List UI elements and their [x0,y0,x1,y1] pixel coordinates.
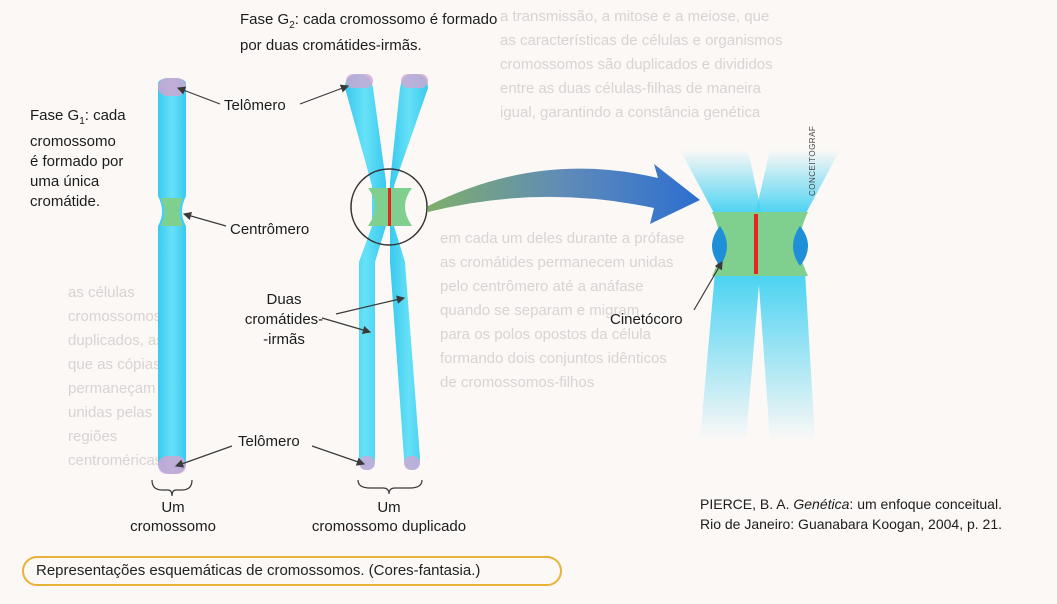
reference-line-1: PIERCE, B. A. Genética: um enfoque conce… [700,496,1002,512]
sister-chromatids-text-2: cromátides- [245,311,323,328]
one-chromosome-text-1: Um [161,499,184,516]
enlarged-chromatid-right-top [755,150,840,215]
telomere-bottom-single [158,456,186,474]
enlarged-chromatid-right-bottom [758,272,815,440]
figure-caption: Representações esquemáticas de cromossom… [36,562,480,579]
one-duplicated-text-1: Um [377,499,400,516]
sister-chromatids-text-1: Duas [266,291,301,308]
one-duplicated-text-2: cromossomo duplicado [312,518,466,535]
phase-g1-text-4: é formado por [30,153,123,170]
single-chromatid [158,78,186,474]
pointer-telomere-bottom-dup [312,446,364,464]
single-chromosome [158,78,186,474]
phase-g2-text-1: Fase G [240,11,289,28]
sister-chromatid-right [390,74,428,470]
phase-g1-text-3: cromossomo [30,133,116,150]
pointer-centromere [184,214,226,226]
reference-title: Genética [793,496,849,512]
telomere-top-single [158,78,186,96]
telomere-top-left [346,74,373,88]
one-chromosome-label: Um cromossomo [118,498,228,536]
centromere-label: Centrômero [230,220,309,239]
sister-chromatids-text-3: -irmãs [263,331,305,348]
enlarged-chromatid-left-bottom [700,272,760,440]
one-duplicated-label: Um cromossomo duplicado [304,498,474,536]
telomere-bottom-label: Telômero [238,432,300,451]
sister-chromatids-label: Duas cromátides- -irmãs [238,290,330,350]
phase-g1-text-1: Fase G [30,107,79,124]
enlarged-chromatid-left-top [680,150,762,215]
one-chromosome-text-2: cromossomo [130,518,216,535]
phase-g2-text-3: por duas cromátides-irmãs. [240,37,422,54]
brace-duplicated [358,480,422,494]
centromere-line-small [388,188,391,226]
kinetochore-label: Cinetócoro [610,310,683,329]
reference-line-2: Rio de Janeiro: Guanabara Koogan, 2004, … [700,516,1002,532]
phase-g2-label: Fase G2: cada cromossomo é formado por d… [240,10,497,56]
phase-g2-text-2: : cada cromossomo é formado [295,11,498,28]
phase-g1-text-2: : cada [85,107,126,124]
centromere-line-large [754,214,758,274]
phase-g1-text-6: cromátide. [30,193,100,210]
illustrator-credit: CONCEITOGRAF [808,126,817,196]
reference-author: PIERCE, B. A. [700,496,793,512]
reference-rest: : um enfoque conceitual. [849,496,1002,512]
duplicated-chromosome [345,74,428,470]
pointer-lines [176,86,722,466]
telomere-top-label: Telômero [224,96,286,115]
telomere-bottom-right [404,456,420,470]
sister-chromatid-left [345,74,386,470]
telomere-top-right [401,74,428,88]
pointer-telomere-top-dup [300,86,348,104]
phase-g1-label: Fase G1: cada cromossomo é formado por u… [30,106,150,212]
magnify-arrow [428,164,700,224]
phase-g1-text-5: uma única [30,173,99,190]
brace-single [152,480,192,496]
